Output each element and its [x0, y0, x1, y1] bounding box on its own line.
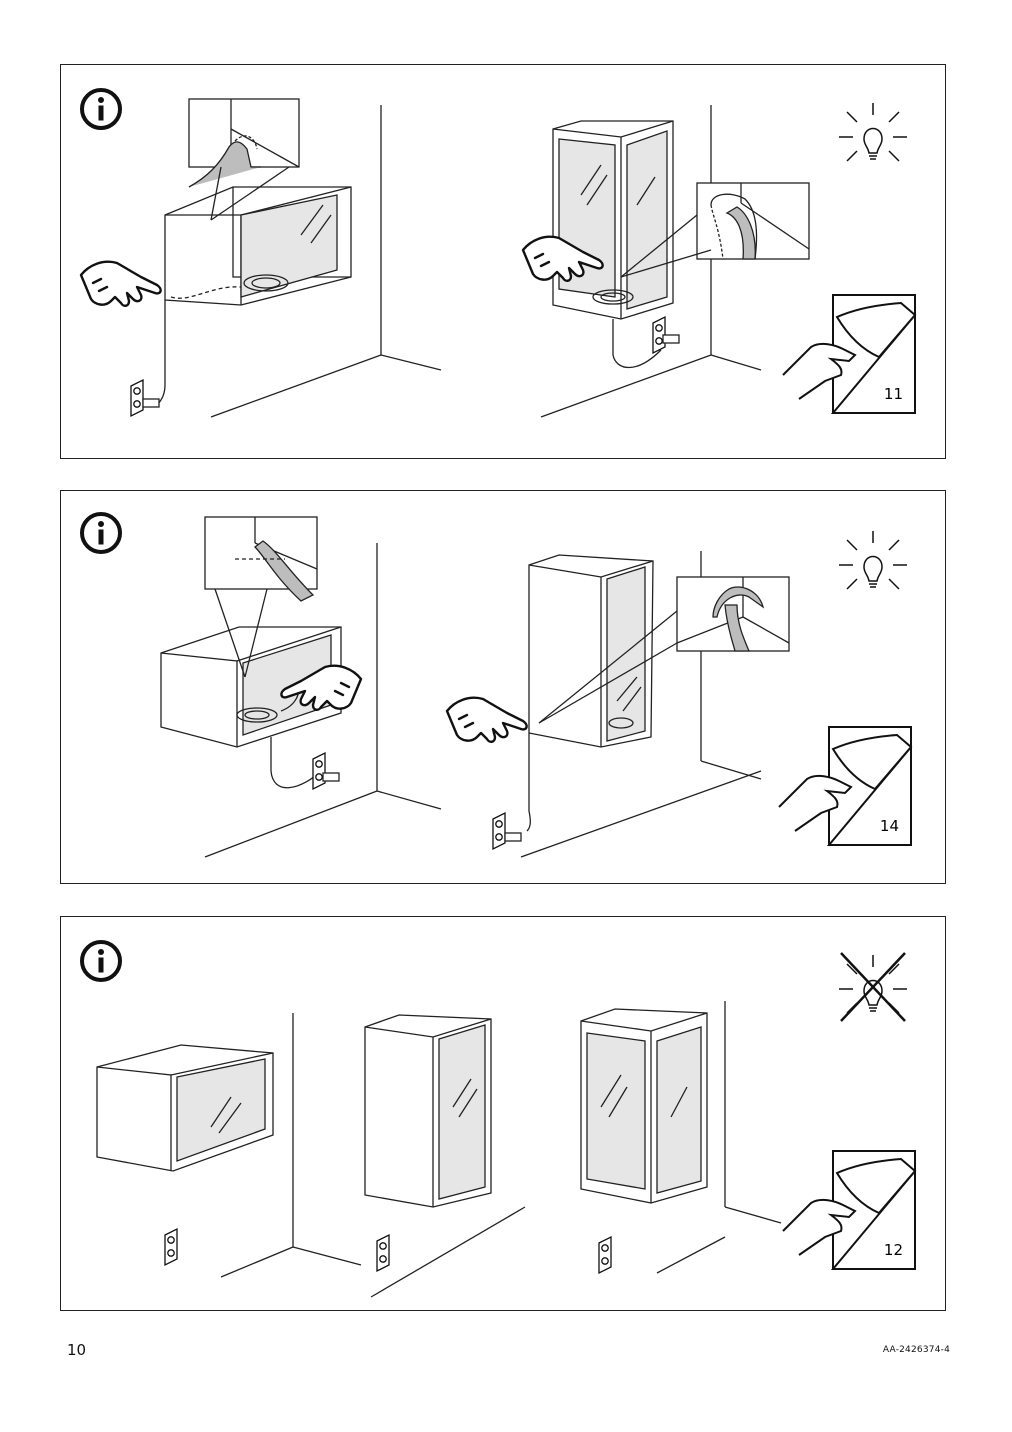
wall-cabinet-scene-left	[79, 98, 442, 418]
booklet-reference-icon: 14	[778, 726, 912, 846]
booklet-reference-icon: 11	[782, 294, 916, 414]
info-icon	[80, 88, 122, 130]
wall-socket-icon	[164, 1228, 178, 1266]
info-icon	[80, 512, 122, 554]
wall-cabinet-horizontal	[96, 1013, 362, 1278]
page-ref-label: 11	[884, 385, 903, 403]
tall-cabinet-closed	[364, 1014, 526, 1298]
instruction-panel-2: 14	[60, 490, 946, 884]
booklet-reference-icon: 12	[782, 1150, 916, 1270]
wall-socket-icon	[376, 1234, 390, 1272]
tall-cabinet-scene-right	[445, 551, 790, 858]
lightbulb-off-icon	[838, 952, 908, 1022]
info-icon	[80, 940, 122, 982]
wall-socket-icon	[598, 1236, 612, 1274]
wall-cabinet-scene-left	[160, 516, 442, 858]
page-ref-label: 14	[880, 817, 899, 835]
tall-cabinet-scene-right	[521, 105, 810, 418]
lightbulb-on-icon	[838, 102, 908, 162]
page-number: 10	[67, 1341, 87, 1359]
page-ref-label: 12	[884, 1241, 903, 1259]
instruction-panel-1: 11	[60, 64, 946, 459]
lightbulb-on-icon	[838, 530, 908, 590]
document-code: AA-2426374-4	[882, 1345, 950, 1355]
instruction-panel-3: 12	[60, 916, 946, 1311]
tall-cabinet-glass	[580, 1001, 782, 1274]
